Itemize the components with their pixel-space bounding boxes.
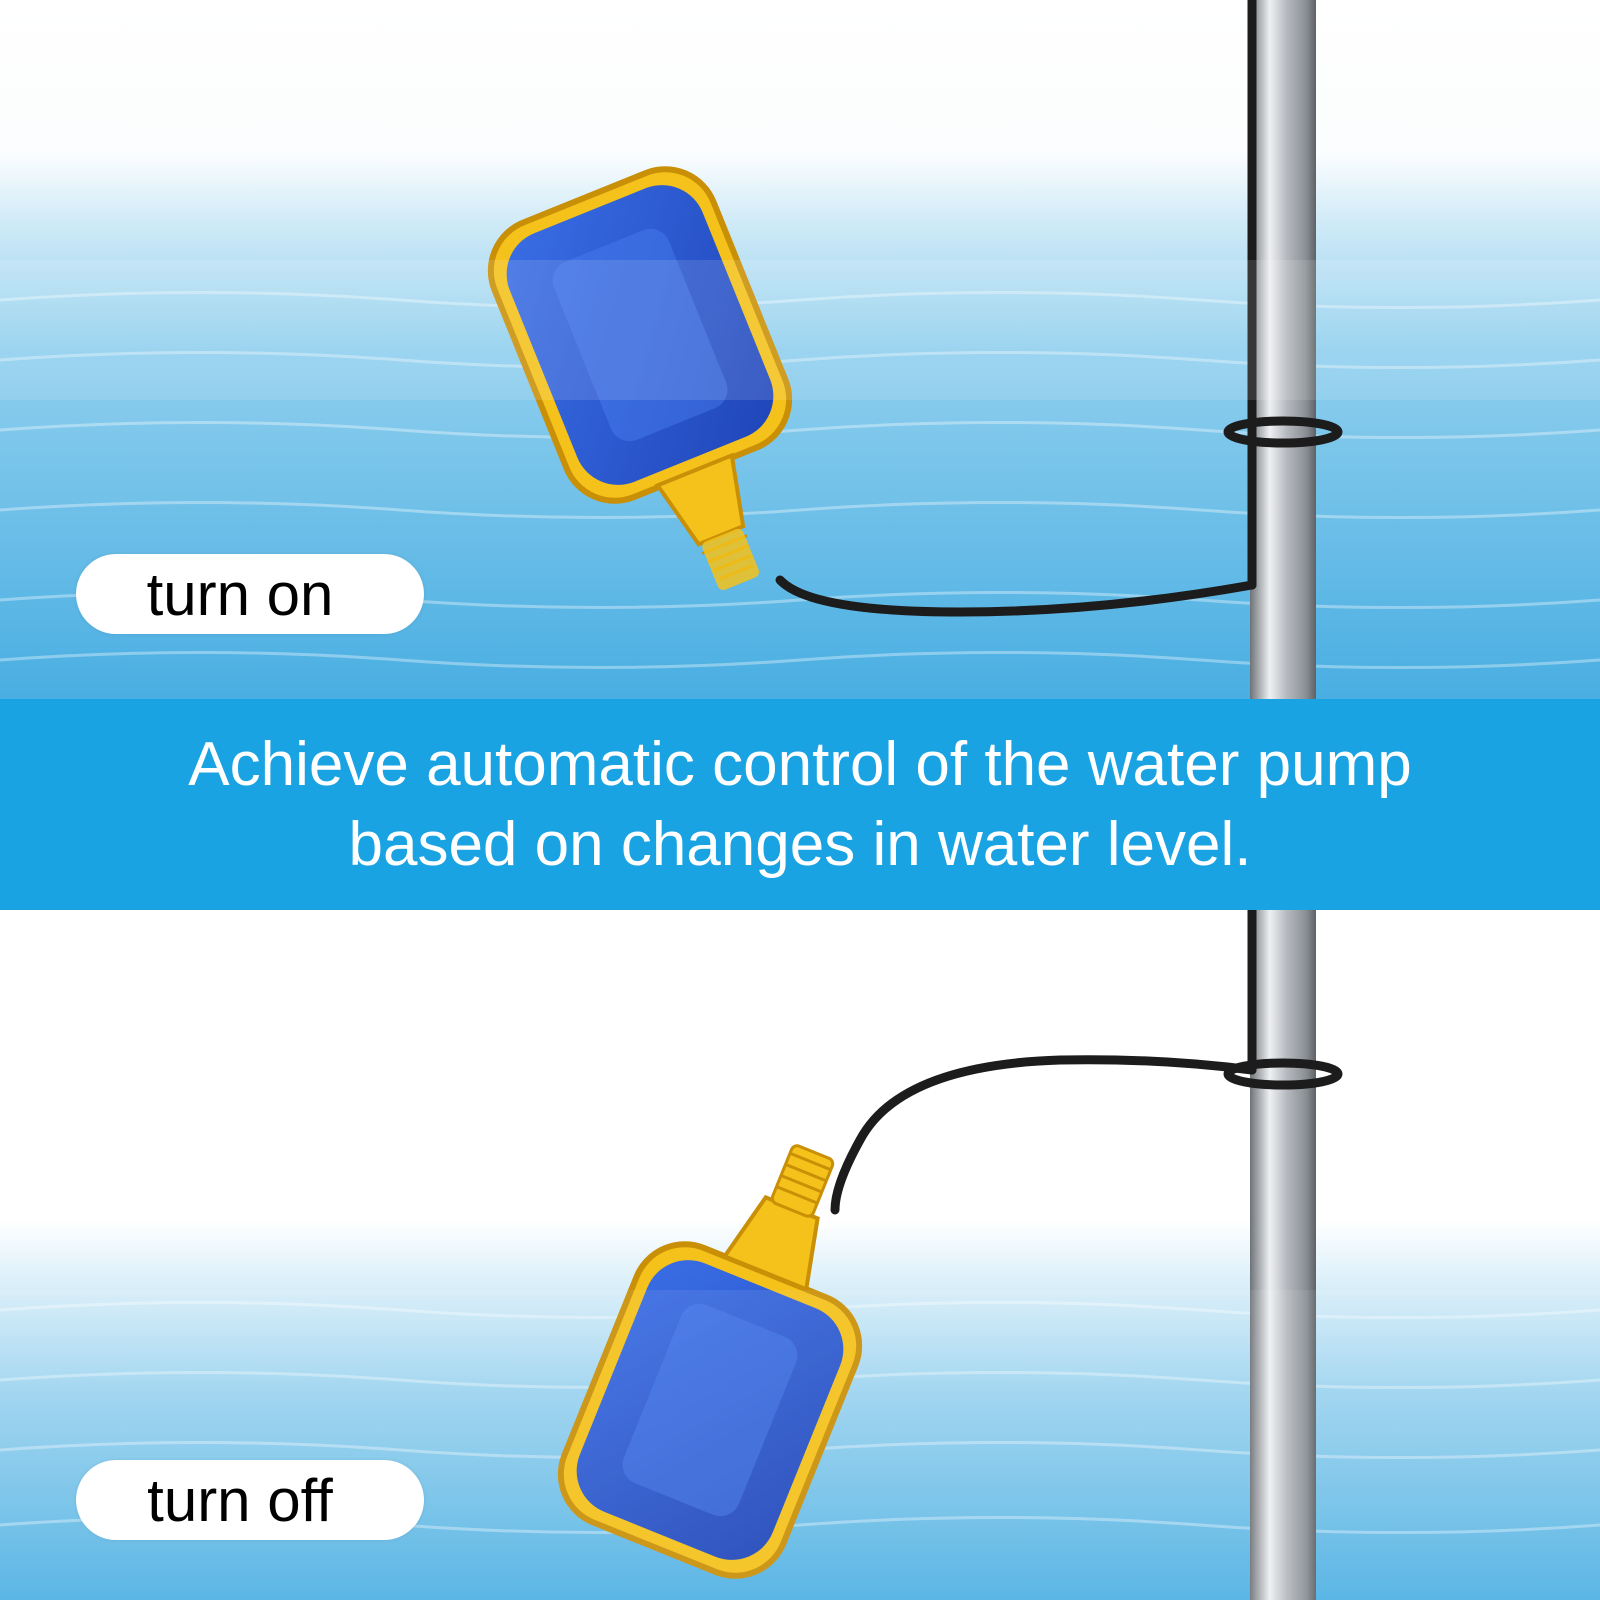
turn-off-panel: turn off bbox=[0, 910, 1600, 1600]
cable-icon bbox=[775, 0, 1343, 617]
cable-icon-bottom bbox=[830, 910, 1343, 1215]
turn-on-label: turn on bbox=[76, 554, 424, 634]
turn-on-text: turn on bbox=[146, 560, 334, 628]
float-switch-icon bbox=[487, 166, 793, 590]
headline-line-1: Achieve automatic control of the water p… bbox=[188, 730, 1412, 799]
turn-on-panel: turn on bbox=[0, 0, 1600, 700]
float-switch-icon-bottom bbox=[557, 1144, 863, 1579]
headline-banner: Achieve automatic control of the water p… bbox=[0, 699, 1600, 911]
water-ripples bbox=[0, 291, 1600, 669]
turn-off-label: turn off bbox=[76, 1460, 424, 1540]
pipe-icon bbox=[1250, 0, 1316, 700]
pipe-icon-bottom bbox=[1250, 910, 1316, 1600]
headline-line-2: based on changes in water level. bbox=[348, 810, 1252, 879]
turn-off-text: turn off bbox=[147, 1466, 333, 1534]
